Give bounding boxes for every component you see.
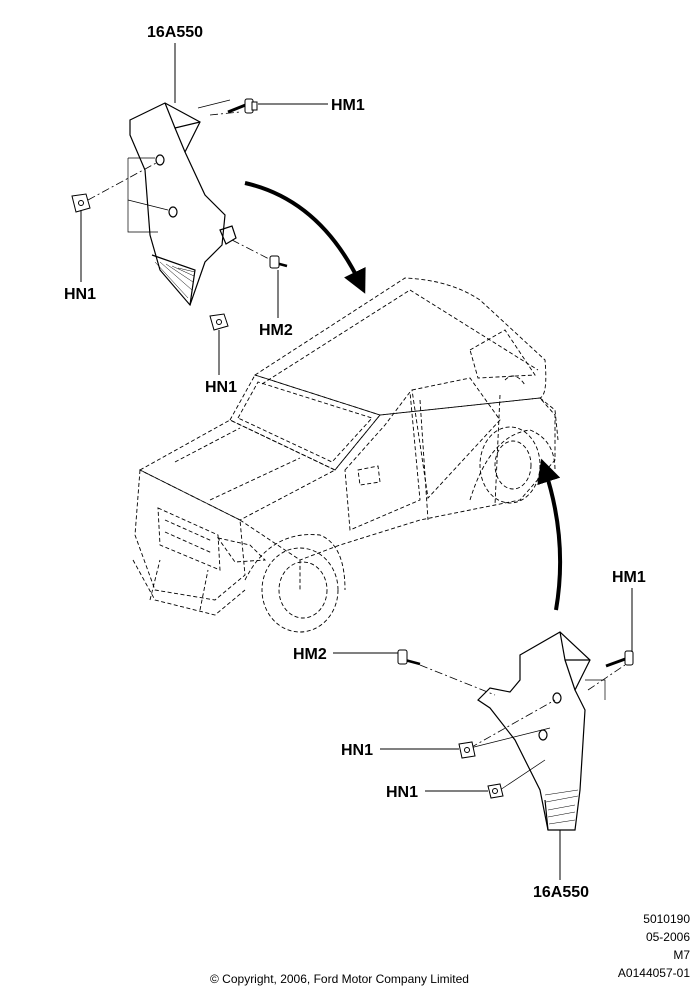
label-hn1-bottom-lower: HN1 <box>386 784 418 801</box>
diagram-metadata: 5010190 05-2006 M7 A0144057-01 <box>570 910 690 982</box>
bracket-bottom <box>477 631 591 831</box>
meta-code: 5010190 <box>643 912 690 926</box>
vehicle-outline <box>132 277 559 633</box>
label-hn1-top-lower: HN1 <box>205 379 237 396</box>
alignment-lines-bottom <box>469 679 606 791</box>
hm1-top-bolt-icon <box>227 98 258 114</box>
label-hn1-bottom-upper: HN1 <box>341 742 373 759</box>
label-16a550-bottom: 16A550 <box>533 884 589 901</box>
hn1-bottom-lower-nut-icon <box>487 783 504 799</box>
hm1-bottom-bolt-icon <box>605 650 634 668</box>
meta-ref: A0144057-01 <box>617 966 690 980</box>
label-hm1-top: HM1 <box>331 97 365 114</box>
label-hm1-bottom: HM1 <box>612 569 646 586</box>
hn1-left-nut-icon <box>71 193 91 213</box>
install-arrow-top <box>244 181 366 294</box>
hm2-bottom-screw-icon <box>397 649 421 666</box>
bracket-bottom-shading <box>544 789 579 825</box>
label-hn1-left: HN1 <box>64 286 96 303</box>
bracket-top <box>129 102 237 307</box>
bracket-top-shading <box>154 261 196 299</box>
centerlines-top <box>87 111 276 263</box>
hm2-top-screw-icon <box>269 255 288 269</box>
meta-model: M7 <box>673 948 690 962</box>
label-16a550-top: 16A550 <box>147 24 203 41</box>
copyright-notice: © Copyright, 2006, Ford Motor Company Li… <box>210 972 469 986</box>
centerlines-bottom <box>419 664 626 749</box>
meta-date: 05-2006 <box>645 930 690 944</box>
leaders-bottom <box>333 588 633 880</box>
label-hm2-bottom: HM2 <box>293 646 327 663</box>
install-arrow-bottom <box>537 458 563 611</box>
alignment-lines-top <box>127 99 231 233</box>
leaders-top <box>80 43 328 375</box>
hn1-bottom-upper-nut-icon <box>458 741 476 759</box>
hn1-top-lower-nut-icon <box>209 313 229 331</box>
label-hm2-top: HM2 <box>259 322 293 339</box>
